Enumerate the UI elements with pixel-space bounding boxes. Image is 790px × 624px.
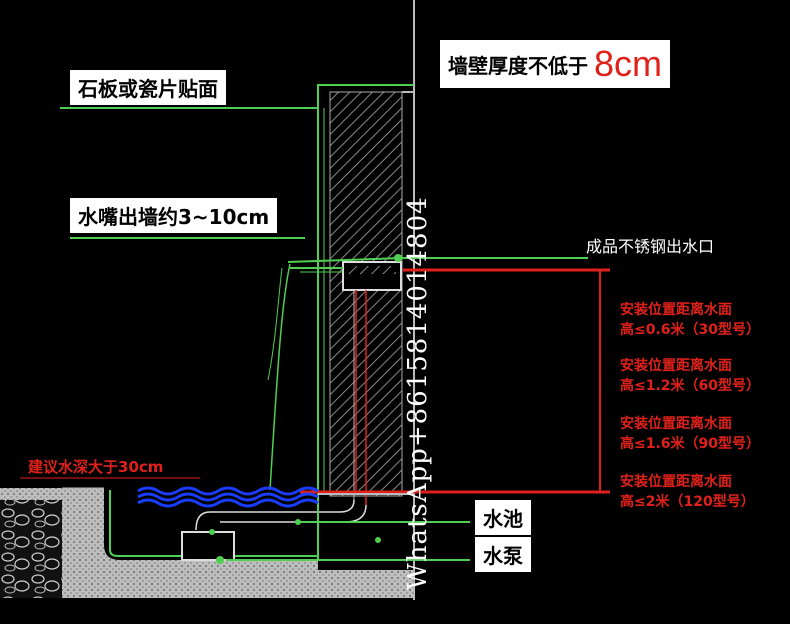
- pool-floor: [62, 570, 414, 598]
- spec-item: 安装位置距离水面 高≤1.6米（90型号）: [620, 414, 790, 454]
- spec-line: 安装位置距离水面: [620, 474, 732, 490]
- stone-facing-label: 石板或瓷片贴面: [70, 70, 226, 105]
- spec-item: 安装位置距离水面 高≤2米（120型号）: [620, 472, 790, 512]
- spec-line: 安装位置距离水面: [620, 416, 732, 432]
- pool-wall-left: [62, 488, 318, 570]
- spec-line: 安装位置距离水面: [620, 302, 732, 318]
- spec-item: 安装位置距离水面 高≤0.6米（30型号）: [620, 300, 790, 340]
- outlet-label: 成品不锈钢出水口: [586, 237, 715, 256]
- spec-item: 安装位置距离水面 高≤1.2米（60型号）: [620, 356, 790, 396]
- pump-label: 水泵: [475, 537, 531, 572]
- gravel-bed: [0, 500, 62, 598]
- watermark: WhatsApp+8615814014804: [403, 196, 433, 590]
- spec-line: 高≤2米（120型号）: [620, 494, 755, 510]
- ground-slab: [0, 488, 62, 500]
- facing-line: [60, 84, 414, 109]
- spec-line: 高≤1.2米（60型号）: [620, 378, 761, 394]
- spec-line: 高≤1.6米（90型号）: [620, 436, 761, 452]
- pump-box: [181, 531, 235, 561]
- wall-thickness-text: 墙壁厚度不低于: [448, 53, 588, 78]
- spec-line: 安装位置距离水面: [620, 358, 732, 374]
- wall-thickness-label: 墙壁厚度不低于 8cm: [440, 40, 671, 88]
- pool-label: 水池: [475, 500, 531, 535]
- wall-thickness-value: 8cm: [594, 43, 663, 84]
- spec-line: 高≤0.6米（30型号）: [620, 322, 761, 338]
- water-surface: [137, 486, 319, 508]
- depth-label: 建议水深大于30cm: [28, 458, 164, 476]
- spout-projection-label: 水嘴出墙约3~10cm: [70, 198, 278, 233]
